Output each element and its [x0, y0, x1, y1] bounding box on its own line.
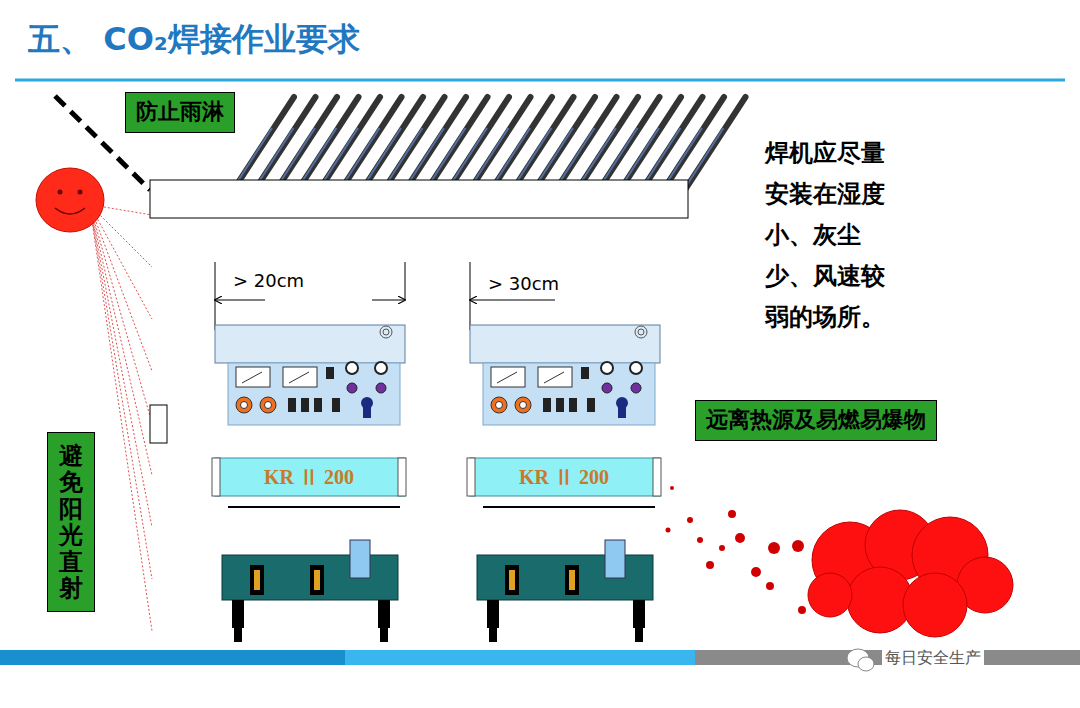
title: 五、 CO₂焊接作业要求: [28, 18, 360, 62]
warning-tag: 避免阳光直射: [47, 432, 95, 612]
sun-ray: [92, 219, 152, 579]
welder: [467, 325, 661, 642]
sun-ray: [92, 209, 152, 319]
dimension: > 20cm: [230, 270, 307, 292]
welding-machines: [212, 325, 661, 642]
wechat-icon: [847, 649, 874, 671]
footer-bar: [0, 650, 345, 665]
node-text: 避免阳光直射: [59, 443, 83, 601]
node-text: KR Ⅱ 200: [264, 464, 354, 490]
welder: [212, 325, 406, 642]
warning-tag: 防止雨淋: [125, 92, 235, 133]
node-text: 远离热源及易燃易爆物: [706, 406, 926, 435]
sun-ray: [92, 211, 152, 371]
sun-rays: [92, 205, 152, 631]
sun-ray: [92, 221, 152, 631]
node-text: KR Ⅱ 200: [519, 464, 609, 490]
footer-bar: [345, 650, 695, 665]
fire: [666, 486, 1014, 637]
dimension: > 30cm: [485, 273, 562, 295]
sun-ray: [92, 213, 152, 423]
title-rule: [15, 79, 1065, 82]
roof: [150, 180, 688, 218]
sun: [36, 168, 104, 232]
node-text: 防止雨淋: [136, 98, 224, 127]
sun-ray: [92, 207, 152, 267]
wall-socket: [150, 405, 167, 443]
model-plate: KR Ⅱ 200: [220, 458, 398, 496]
dimension-20: [215, 262, 405, 330]
sun-ray: [92, 217, 152, 527]
rain: [232, 97, 746, 192]
raindrop: [684, 97, 746, 192]
note: 焊机应尽量安装在湿度小、灰尘少、风速较弱的场所。: [765, 133, 889, 338]
watermark: 每日安全生产: [882, 648, 984, 667]
warning-tag: 远离热源及易燃易爆物: [695, 400, 937, 441]
model-plate: KR Ⅱ 200: [475, 458, 653, 496]
sun-ray: [92, 215, 152, 475]
